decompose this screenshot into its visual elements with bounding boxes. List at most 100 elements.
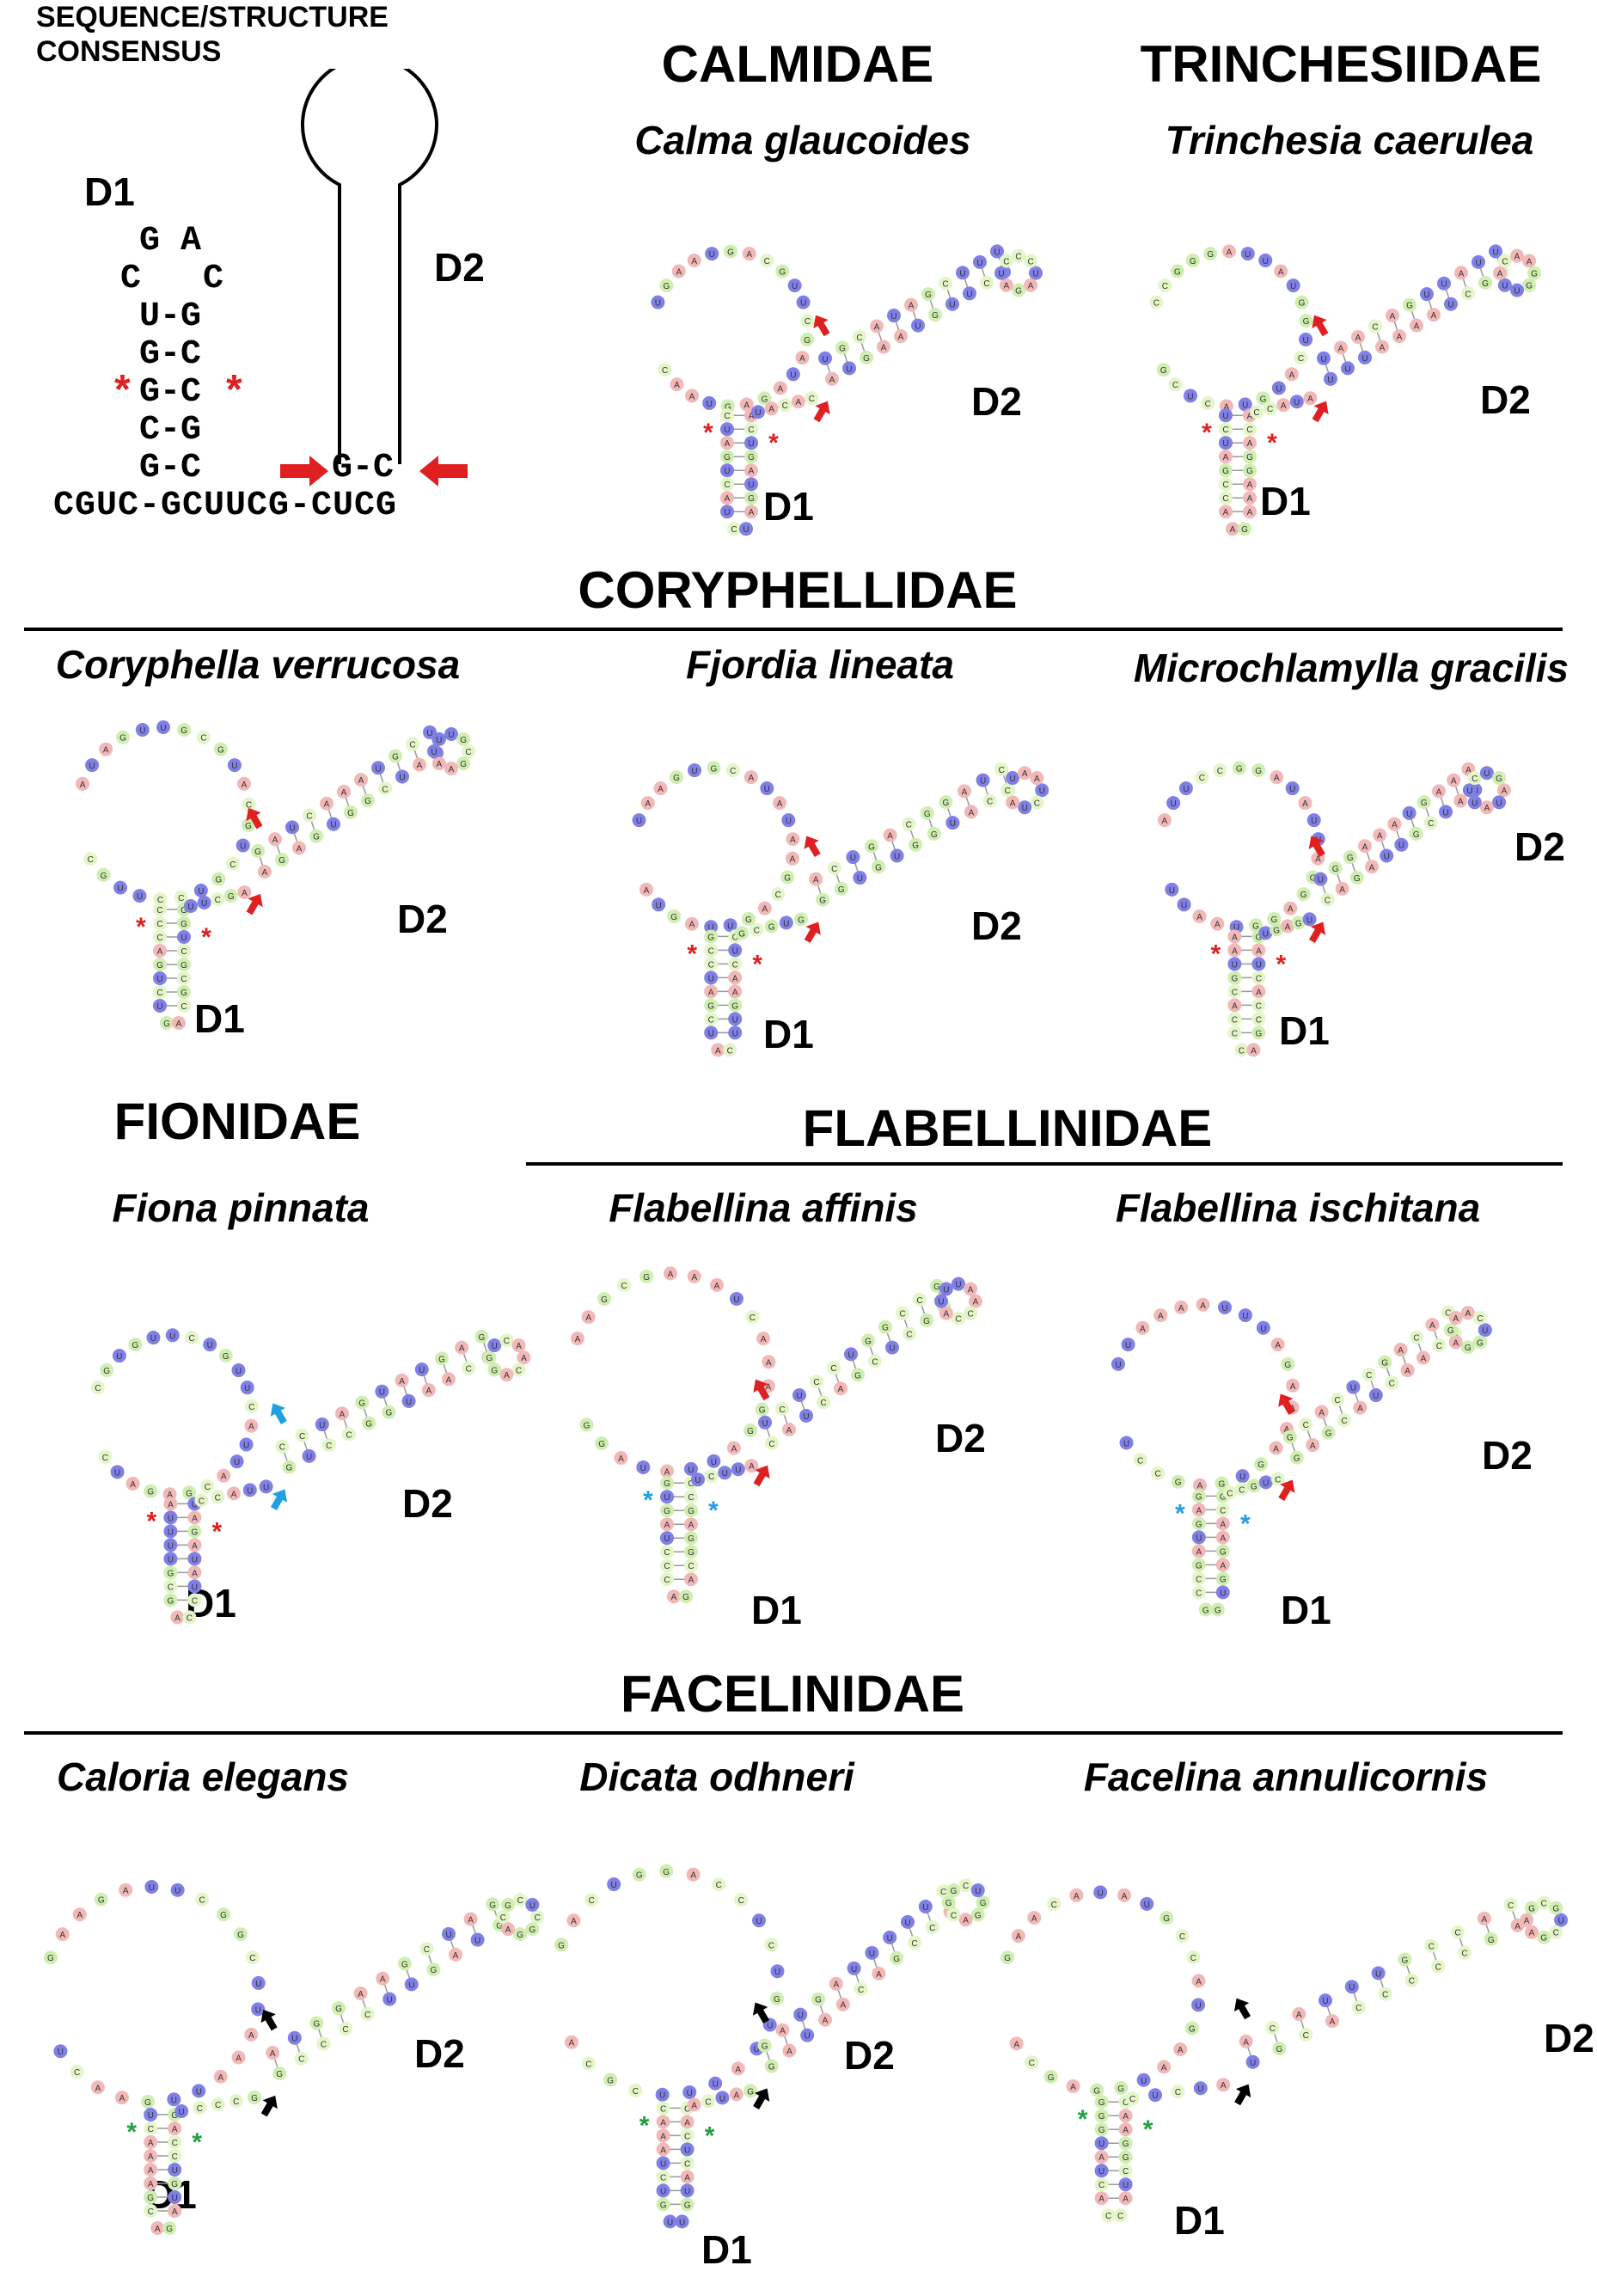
nucleotide: [1439, 805, 1453, 819]
nucleotide-letter: A: [1162, 817, 1168, 826]
nucleotide-letter: A: [761, 1335, 767, 1344]
nucleotide: [1270, 922, 1284, 937]
nucleotide: [1243, 422, 1257, 437]
nucleotide: [309, 2016, 324, 2030]
nucleotide-letter: G: [1246, 467, 1253, 476]
nucleotide-letter: U: [786, 817, 792, 826]
nucleotide: [720, 505, 734, 519]
nucleotide: [1294, 295, 1309, 309]
nucleotide-letter: A: [516, 1342, 522, 1351]
marker-asterisk: *: [1276, 950, 1287, 978]
nucleotide-letter: G: [132, 1341, 138, 1350]
nucleotide: [163, 1552, 178, 1566]
nucleotide: [709, 1277, 724, 1292]
nucleotide-letter: A: [1431, 311, 1437, 321]
nucleotide: [1219, 408, 1233, 423]
nucleotide-letter: G: [251, 2094, 258, 2103]
nucleotide-letter: C: [321, 2040, 327, 2049]
nucleotide: [1246, 1043, 1261, 1057]
nucleotide: [595, 1436, 609, 1451]
nucleotide: [1215, 1544, 1230, 1558]
nucleotide-letter: G: [663, 282, 670, 291]
nucleotide-letter: U: [767, 2021, 773, 2030]
nucleotide: [684, 1503, 698, 1518]
nucleotide: [1170, 264, 1184, 279]
consensus-stem-row: G-C: [139, 335, 202, 374]
nucleotide-letter: C: [1029, 2059, 1035, 2068]
nucleotide: [584, 1893, 599, 1907]
nucleotide: [684, 1531, 698, 1546]
nucleotide-letter: G: [1251, 1482, 1257, 1491]
nucleotide: [193, 883, 208, 897]
nucleotide-letter: C: [342, 2025, 348, 2035]
nucleotide-letter: G: [1531, 270, 1538, 279]
nucleotide: [1478, 1323, 1492, 1338]
rule-flabellinidae: [526, 1162, 1563, 1166]
nucleotide: [1118, 2177, 1133, 2192]
nucleotide-letter: U: [966, 290, 972, 299]
nucleotide: [669, 770, 683, 785]
nucleotide: [43, 1950, 58, 1965]
nucleotide: [1192, 909, 1207, 923]
nucleotide: [1258, 926, 1273, 940]
nucleotide-letter: G: [1255, 767, 1262, 776]
facelina-d2-label: D2: [1544, 2016, 1594, 2060]
nucleotide-letter: C: [688, 1479, 694, 1489]
nucleotide-letter: A: [780, 2027, 786, 2036]
nucleotide: [174, 890, 188, 904]
nucleotide-letter: U: [949, 301, 955, 310]
nucleotide: [1479, 766, 1494, 781]
nucleotide-letter: G: [1465, 1344, 1472, 1353]
nucleotide: [1365, 860, 1379, 874]
nucleotide-letter: U: [943, 1285, 949, 1295]
nucleotide-letter: C: [731, 525, 737, 535]
nucleotide: [1398, 1952, 1412, 1967]
nucleotide: [640, 796, 655, 811]
nucleotide-letter: U: [774, 1968, 780, 1977]
nucleotide: [144, 2163, 158, 2177]
nucleotide: [125, 1476, 140, 1491]
nucleotide: [1119, 1436, 1134, 1450]
nucleotide: [1432, 784, 1446, 799]
nucleotide-letter: U: [667, 2218, 673, 2227]
nucleotide: [835, 1997, 850, 2011]
nucleotide: [1256, 391, 1270, 406]
nucleotide: [163, 1524, 178, 1539]
nucleotide: [656, 2142, 670, 2157]
nucleotide: [1478, 275, 1492, 290]
nucleotide: [187, 1593, 202, 1607]
nucleotide: [1090, 2083, 1104, 2097]
nucleotide-letter: A: [297, 844, 303, 854]
nucleotide-letter: C: [504, 1337, 510, 1346]
nucleotide: [266, 2046, 280, 2060]
nucleotide-letter: U: [743, 525, 749, 535]
nucleotide-letter: U: [1256, 960, 1262, 970]
nucleotide-letter: A: [1421, 1355, 1427, 1364]
nucleotide-letter: G: [923, 1317, 930, 1326]
nucleotide: [1133, 1453, 1147, 1467]
nucleotide-letter: U: [803, 1412, 809, 1422]
nucleotide-letter: U: [408, 1981, 414, 1990]
nucleotide-letter: A: [963, 1916, 969, 1926]
nucleotide: [764, 2059, 779, 2073]
nucleotide-letter: U: [168, 1528, 174, 1537]
nucleotide: [501, 1922, 516, 1937]
nucleotide: [94, 1892, 108, 1907]
nucleotide: [395, 769, 409, 784]
nucleotide: [1274, 264, 1288, 279]
nucleotide-letter: A: [689, 921, 695, 930]
nucleotide: [1193, 2081, 1208, 2096]
nucleotide: [98, 1449, 113, 1464]
nucleotide-letter: A: [1123, 2126, 1129, 2135]
nucleotide-letter: G: [228, 892, 235, 902]
nucleotide-letter: A: [1070, 2083, 1076, 2092]
nucleotide-letter: U: [168, 1541, 174, 1551]
caloria-d2-label: D2: [414, 2031, 465, 2076]
nucleotide: [135, 722, 150, 737]
nucleotide: [1306, 1438, 1320, 1453]
nucleotide: [144, 2122, 158, 2135]
nucleotide-letter: U: [707, 400, 713, 409]
